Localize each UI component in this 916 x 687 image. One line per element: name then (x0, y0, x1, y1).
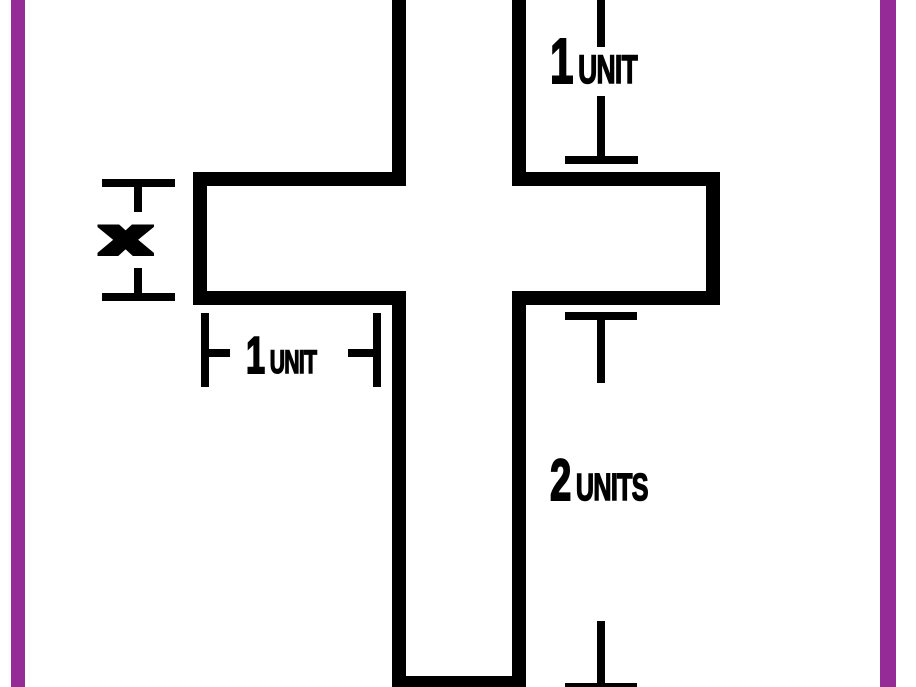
cross-shape (193, 0, 720, 687)
right-dimension-unit: UNITS (575, 467, 649, 509)
x-dimension-value: x (98, 211, 153, 265)
top-dimension-value: 1 (549, 25, 574, 97)
x-dimension-ticks (102, 179, 175, 301)
left-border-stripe (11, 0, 25, 687)
right-border-stripe (880, 0, 896, 687)
bottom-left-dimension-ticks (201, 313, 381, 387)
bottom-left-dimension-value: 1 (245, 327, 265, 385)
top-dimension-ticks (565, 0, 638, 164)
right-dimension-ticks (565, 312, 637, 687)
x-dimension-label: x (98, 211, 153, 265)
top-dimension-unit: UNIT (578, 48, 639, 92)
bottom-left-dimension-unit: UNIT (269, 344, 317, 380)
right-dimension-value: 2 (549, 448, 572, 513)
